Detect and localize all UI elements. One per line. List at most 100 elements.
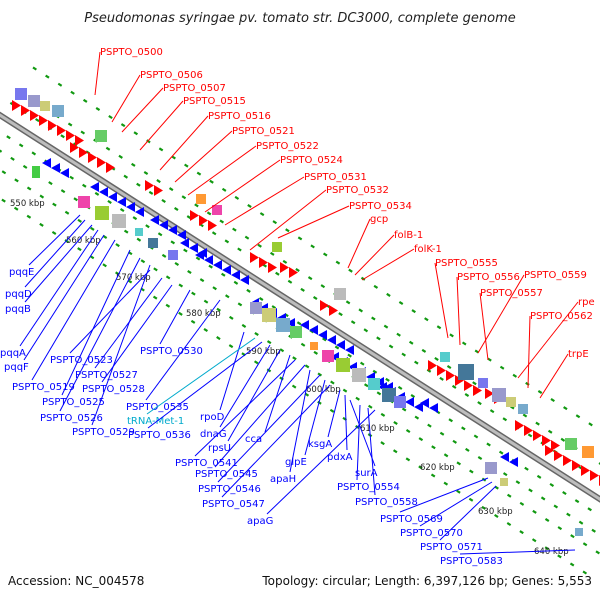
tick-mark	[397, 385, 403, 390]
reverse-gene-arrow	[429, 403, 438, 413]
tick-mark	[183, 248, 188, 253]
forward-gene-arrow	[446, 370, 455, 381]
tick-mark	[427, 423, 432, 428]
forward-gene-arrow	[88, 152, 97, 163]
tick-mark	[259, 212, 265, 217]
gene-block	[368, 378, 380, 390]
gene-block	[440, 352, 450, 362]
tick-mark	[143, 170, 149, 175]
tick-mark	[426, 368, 432, 373]
tick-mark	[502, 472, 508, 477]
reverse-gene-label: PSPTO_0528	[82, 384, 145, 395]
tick-mark	[253, 360, 259, 365]
tick-mark	[107, 199, 112, 204]
reverse-gene-label: tRNA-Met-1	[127, 416, 184, 427]
tick-mark	[582, 570, 588, 575]
tick-mark	[522, 413, 528, 418]
gene-block	[485, 462, 497, 474]
forward-gene-label: PSPTO_0531	[304, 172, 367, 183]
tick-mark	[515, 480, 521, 485]
gene-block	[478, 378, 488, 388]
reverse-gene-label: pqqF	[4, 362, 29, 373]
tick-mark	[178, 311, 183, 316]
gene-block	[458, 364, 474, 380]
scale-label: 570 kbp	[116, 273, 151, 283]
tick-mark	[195, 256, 201, 261]
tick-mark	[257, 243, 262, 248]
reverse-gene-leader	[349, 399, 376, 467]
reverse-gene-leader	[214, 364, 306, 468]
forward-gene-leader	[354, 234, 395, 276]
tick-mark	[95, 106, 101, 111]
reverse-gene-arrow	[195, 250, 204, 260]
tick-mark	[371, 316, 376, 321]
gene-block	[196, 194, 206, 204]
reverse-gene-arrow	[189, 243, 198, 253]
forward-gene-arrow	[533, 430, 542, 441]
reverse-gene-arrow	[177, 230, 186, 240]
tick-mark	[127, 279, 133, 284]
reverse-gene-arrow	[168, 225, 177, 235]
reverse-gene-leader	[419, 481, 493, 527]
tick-mark	[512, 373, 518, 378]
tick-mark	[578, 520, 584, 525]
tick-mark	[335, 260, 341, 265]
forward-gene-arrow	[250, 252, 259, 263]
tick-mark	[439, 431, 445, 436]
reverse-gene-leader	[289, 369, 311, 473]
tick-mark	[386, 292, 391, 297]
tick-mark	[334, 345, 340, 350]
forward-gene-arrow	[79, 147, 88, 158]
tick-mark	[89, 255, 95, 260]
tick-mark	[562, 491, 567, 496]
forward-gene-arrow	[590, 470, 599, 481]
tick-mark	[196, 171, 202, 176]
scale-label: 630 kbp	[478, 507, 513, 517]
tick-mark	[524, 466, 529, 471]
tick-mark	[588, 422, 593, 427]
tick-mark	[295, 268, 300, 273]
tick-mark	[544, 517, 550, 523]
tick-mark	[224, 239, 230, 244]
reverse-gene-leader	[145, 299, 221, 401]
reverse-gene-leader	[61, 249, 131, 396]
forward-gene-arrow	[551, 440, 560, 451]
tick-mark	[499, 365, 505, 370]
forward-gene-label: PSPTO_0559	[524, 270, 587, 281]
tick-mark	[178, 283, 184, 288]
reverse-gene-label: PSPTO_0554	[337, 482, 400, 493]
tick-mark	[401, 352, 406, 357]
forward-gene-leader	[224, 176, 305, 226]
forward-gene-arrow	[428, 360, 437, 371]
tick-mark	[171, 155, 176, 160]
reverse-gene-leader	[344, 394, 348, 451]
tick-mark	[358, 308, 363, 313]
tick-mark	[329, 408, 335, 413]
tick-mark	[307, 276, 313, 281]
forward-gene-arrow	[581, 465, 590, 476]
tick-mark	[203, 299, 209, 304]
reverse-gene-arrow	[60, 168, 69, 178]
forward-gene-label: PSPTO_0557	[480, 288, 543, 299]
forward-gene-leader	[539, 353, 569, 399]
tick-mark	[119, 208, 125, 213]
reverse-gene-leader	[24, 219, 86, 288]
reverse-gene-arrow	[150, 215, 159, 225]
reverse-gene-leader	[459, 549, 576, 555]
forward-gene-leader	[434, 262, 449, 339]
tick-mark	[363, 328, 369, 333]
scale-label: 560 kbp	[66, 236, 101, 246]
tick-mark	[342, 388, 348, 393]
tick-mark	[372, 369, 378, 374]
forward-gene-arrow	[30, 110, 39, 121]
gene-block	[276, 318, 290, 332]
tick-mark	[418, 465, 423, 470]
tick-mark	[287, 279, 293, 284]
gene-block	[394, 396, 406, 408]
gene-block	[15, 88, 27, 100]
reverse-gene-arrow	[135, 207, 144, 217]
tick-mark	[174, 261, 180, 266]
tick-mark	[317, 372, 323, 377]
tick-mark	[228, 344, 234, 349]
tick-mark	[464, 392, 470, 398]
